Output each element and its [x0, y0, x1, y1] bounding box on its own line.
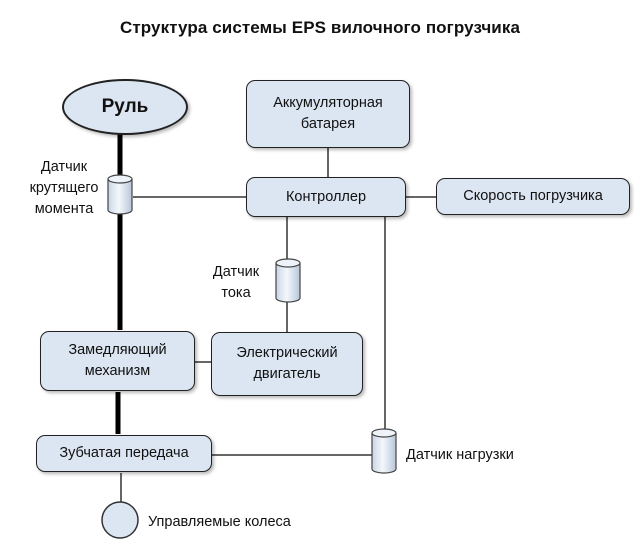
torque-sensor-label: Датчик крутящего момента [29, 159, 99, 217]
forklift-speed-node: Скорость погрузчика [436, 178, 630, 215]
gear-transmission-node: Зубчатая передача [36, 435, 212, 472]
diagram-title: Структура системы EPS вилочного погрузчи… [119, 18, 521, 37]
current-sensor-label: Датчик тока [212, 264, 260, 301]
battery-node: Аккумуляторная батарея [246, 80, 410, 148]
steered-wheels-label: Управляемые колеса [148, 514, 291, 530]
current-sensor-icon [275, 258, 301, 303]
controller-node: Контроллер [246, 177, 406, 217]
torque-sensor-icon [107, 174, 133, 215]
load-sensor-icon [371, 428, 397, 474]
reduction-mechanism-node: Замедляющий механизм [40, 331, 195, 391]
steering-wheel-node: Руль [62, 79, 188, 135]
steered-wheels-icon [101, 501, 139, 539]
load-sensor-label: Датчик нагрузки [406, 447, 514, 463]
electric-motor-node: Электрический двигатель [211, 332, 363, 396]
